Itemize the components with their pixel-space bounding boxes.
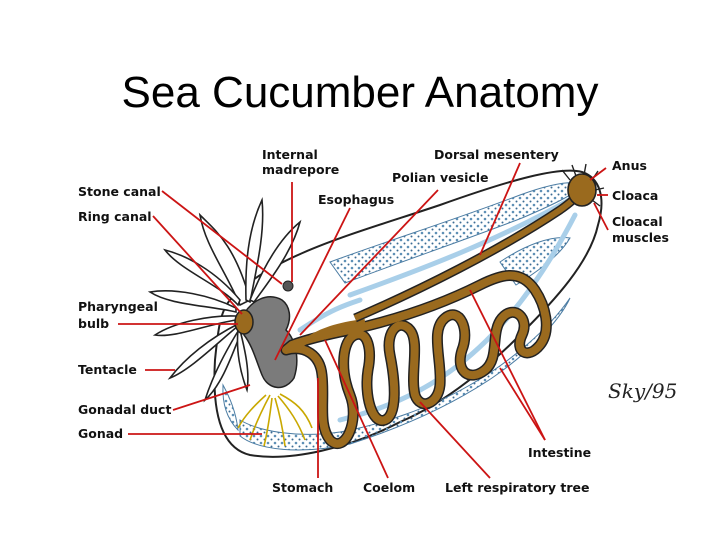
label-cloacal-muscles-1: Cloacal <box>612 214 663 229</box>
label-internal-madrepore-1: Internal <box>262 147 318 162</box>
label-left-respiratory-tree: Left respiratory tree <box>445 480 589 495</box>
label-gonadal-duct: Gonadal duct <box>78 402 171 417</box>
label-stone-canal: Stone canal <box>78 184 161 199</box>
label-anus: Anus <box>612 158 647 173</box>
esophagus-tube <box>298 319 366 348</box>
label-tentacle: Tentacle <box>78 362 137 377</box>
leader-lines <box>118 162 609 479</box>
label-stomach: Stomach <box>272 480 333 495</box>
label-cloacal-muscles-2: muscles <box>612 230 669 245</box>
pharyngeal-bulb <box>241 296 298 389</box>
label-gonad: Gonad <box>78 426 123 441</box>
respiratory-tree <box>222 182 586 451</box>
gonad <box>237 393 313 447</box>
label-pharyngeal-bulb-2: bulb <box>78 316 109 331</box>
slide-title: Sea Cucumber Anatomy <box>121 68 599 117</box>
label-pharyngeal-bulb-1: Pharyngeal <box>78 299 158 314</box>
label-esophagus: Esophagus <box>318 192 394 207</box>
label-dorsal-mesentery: Dorsal mesentery <box>434 147 559 162</box>
label-coelom: Coelom <box>363 480 415 495</box>
pharyngeal-ring <box>234 309 254 335</box>
label-polian-vesicle: Polian vesicle <box>392 170 489 185</box>
madrepore-body <box>282 280 294 292</box>
label-internal-madrepore-2: madrepore <box>262 162 339 177</box>
label-ring-canal: Ring canal <box>78 209 152 224</box>
tentacles <box>147 197 302 403</box>
artist-signature: Sky/95 <box>608 379 677 403</box>
label-cloaca: Cloaca <box>612 188 658 203</box>
labels: Internal madrepore Dorsal mesentery Poli… <box>78 147 677 495</box>
label-intestine: Intestine <box>528 445 591 460</box>
